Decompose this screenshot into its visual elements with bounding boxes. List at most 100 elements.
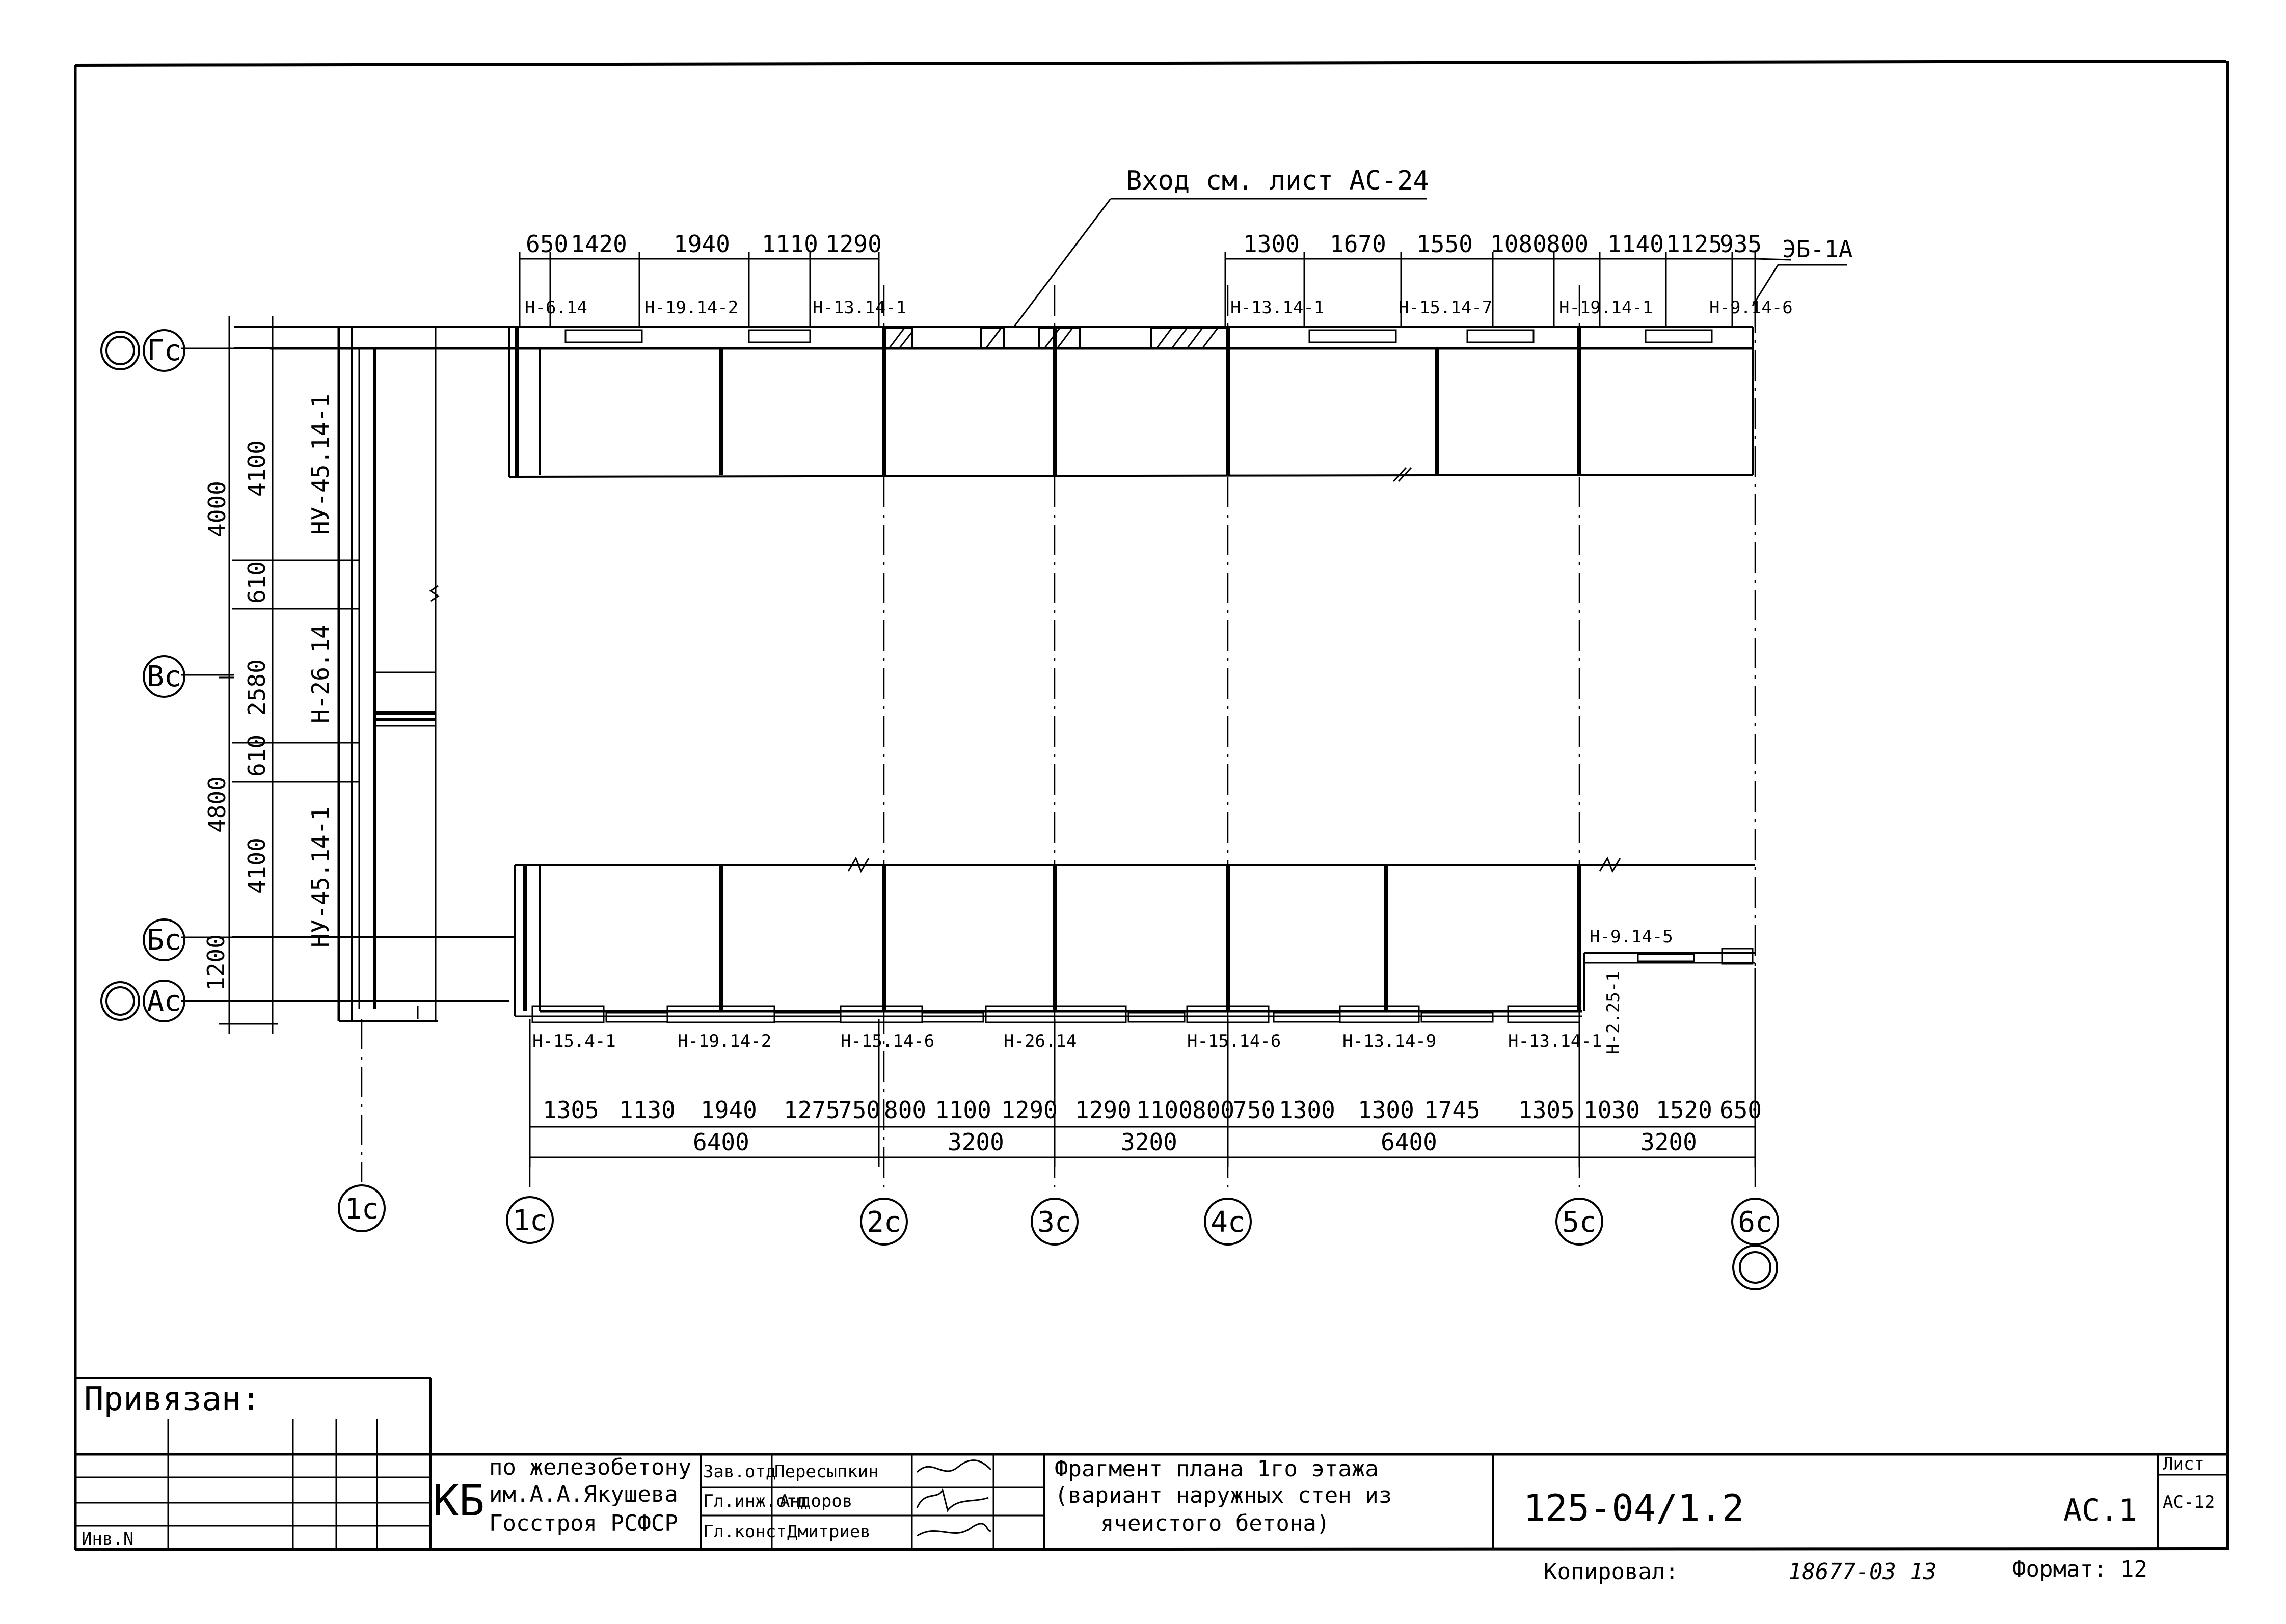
panel-mark: НУ-45.14-1 (307, 394, 334, 535)
dim-value: 1745 (1424, 1096, 1481, 1124)
dim-value: 4100 (243, 837, 271, 894)
dim-value: 1300 (1279, 1096, 1335, 1124)
dim-total: 3200 (1121, 1128, 1177, 1156)
dim-value: 1200 (202, 934, 230, 991)
dim-value: 750 (1233, 1096, 1275, 1124)
panel-mark: Н-26.14 (1004, 1031, 1077, 1051)
dim-value: 1290 (1075, 1096, 1132, 1124)
entrance-note-text: Вход см. лист АС-24 (1126, 166, 1429, 196)
dim-value: 750 (838, 1096, 880, 1124)
panel-mark: Н-19.14-2 (678, 1031, 771, 1051)
dim-value: 1300 (1243, 230, 1300, 258)
dim-value: 1520 (1656, 1096, 1712, 1124)
order-number: 18677-03 13 (1788, 1559, 1937, 1585)
panel-mark: Н-9.14-6 (1709, 297, 1793, 318)
signatures (916, 1459, 992, 1537)
axis-bubble-ring (105, 986, 135, 1016)
dim-value: 610 (243, 561, 271, 604)
axis-bubble-ring (1739, 1251, 1771, 1284)
signature-mark (916, 1459, 992, 1473)
dim-value: 1550 (1416, 230, 1473, 258)
dim-value: 1100 (1136, 1096, 1193, 1124)
dim-value: 1305 (543, 1096, 599, 1124)
dim-value: 4000 (203, 481, 231, 537)
bottom-panel-marks: Н-15.4-1 Н-19.14-2 Н-15.14-6 Н-26.14 Н-1… (532, 927, 1673, 1054)
dim-value: 1420 (571, 230, 627, 258)
copied-label: Копировал: (1544, 1559, 1679, 1585)
axis-bubble (143, 918, 185, 961)
axis-bubble (143, 655, 185, 698)
dim-value: 800 (884, 1096, 926, 1124)
panel-mark: Н-2.25-1 (1603, 971, 1624, 1054)
role-label: Гл.инж.отд (703, 1491, 808, 1511)
row-axis-bubbles (100, 329, 185, 1022)
axis-label: 6с (1738, 1206, 1772, 1239)
panel-mark: НУ-45.14-1 (307, 806, 334, 948)
person-name: Дмитриев (787, 1522, 871, 1542)
axis-label: 2с (867, 1206, 901, 1239)
axis-bubble (338, 1184, 386, 1232)
entrance-note: Вход см. лист АС-24 ЭБ-1А (1013, 166, 1852, 328)
org-line: по железобетону (489, 1454, 691, 1480)
dim-value: 610 (243, 735, 271, 777)
top-panel-marks: Н-6.14 Н-19.14-2 Н-13.14-1 Н-13.14-1 Н-1… (525, 297, 1793, 318)
org-line: им.А.А.Якушева (489, 1481, 678, 1507)
drawing-title: Фрагмент плана 1го этажа (1055, 1456, 1379, 1482)
axis-bubble (1555, 1198, 1603, 1246)
top-dimension-values: 650 1420 1940 1110 1290 1300 1670 1550 1… (526, 230, 1762, 258)
title-block (75, 1377, 2227, 1550)
drawing-title: ячеистого бетона) (1100, 1510, 1330, 1536)
axis-bubble (143, 980, 185, 1022)
panel-mark: Н-13.14-1 (1508, 1031, 1602, 1051)
axis-bubble (100, 981, 140, 1021)
document-code: 125-04/1.2 (1523, 1486, 1744, 1529)
left-dimension-values: 4000 4800 4100 610 2580 610 4100 1200 (202, 440, 271, 991)
dim-value: 650 (526, 230, 568, 258)
bottom-dimension-values: 1305 1130 1940 1275 750 800 1100 1290 12… (543, 1096, 1762, 1156)
sheet-number: АС-12 (2163, 1492, 2215, 1512)
dim-value: 4100 (243, 440, 271, 497)
dim-value: 2580 (243, 659, 271, 716)
person-name: Пересыпкин (774, 1461, 879, 1482)
dim-value: 800 (1546, 230, 1589, 258)
axis-label: 3с (1037, 1206, 1071, 1239)
panel-mark: Н-6.14 (525, 297, 587, 318)
axis-bubble (1031, 1198, 1079, 1246)
dim-value: 1670 (1330, 230, 1386, 258)
axis-bubble (506, 1196, 554, 1244)
dim-total: 6400 (693, 1128, 749, 1156)
panel-mark: Н-9.14-5 (1590, 927, 1673, 947)
dim-value: 1290 (825, 230, 882, 258)
drawing-title: (вариант наружных стен из (1055, 1482, 1392, 1508)
panel-mark: Н-13.14-9 (1342, 1031, 1436, 1051)
role-label: Зав.отд (703, 1461, 776, 1482)
dim-value: 1940 (701, 1096, 757, 1124)
axis-bubble-ring (105, 336, 135, 365)
col-axis-bubbles (338, 1184, 1779, 1290)
panel-mark: Н-19.14-1 (1559, 297, 1653, 318)
dim-value: 1130 (619, 1096, 676, 1124)
dim-value: 4800 (203, 776, 231, 833)
panel-mark: Н-13.14-1 (813, 297, 906, 318)
dim-value: 1140 (1607, 230, 1664, 258)
top-wall (270, 326, 1754, 482)
bound-label: Привязан: (84, 1381, 261, 1418)
sheet-frame (74, 60, 2229, 1551)
dim-total: 3200 (1640, 1128, 1697, 1156)
axis-label: 4с (1211, 1206, 1245, 1239)
bottom-wall (514, 856, 1755, 1023)
sheet-label: Лист (2163, 1454, 2204, 1474)
dim-total: 6400 (1381, 1128, 1437, 1156)
panel-mark: Н-15.14-7 (1399, 297, 1492, 318)
eb-mark: ЭБ-1А (1782, 235, 1852, 263)
panel-mark: Н-15.14-6 (1187, 1031, 1281, 1051)
dim-value: 1275 (784, 1096, 840, 1124)
dim-value: 1125 (1666, 230, 1723, 258)
panel-mark: Н-19.14-2 (644, 297, 738, 318)
axis-label: Гс (147, 334, 181, 367)
dim-value: 1305 (1518, 1096, 1575, 1124)
signature-mark (916, 1487, 989, 1512)
org-line: Госстроя РСФСР (489, 1510, 678, 1536)
dim-total: 3200 (948, 1128, 1004, 1156)
dim-value: 1110 (762, 230, 818, 258)
